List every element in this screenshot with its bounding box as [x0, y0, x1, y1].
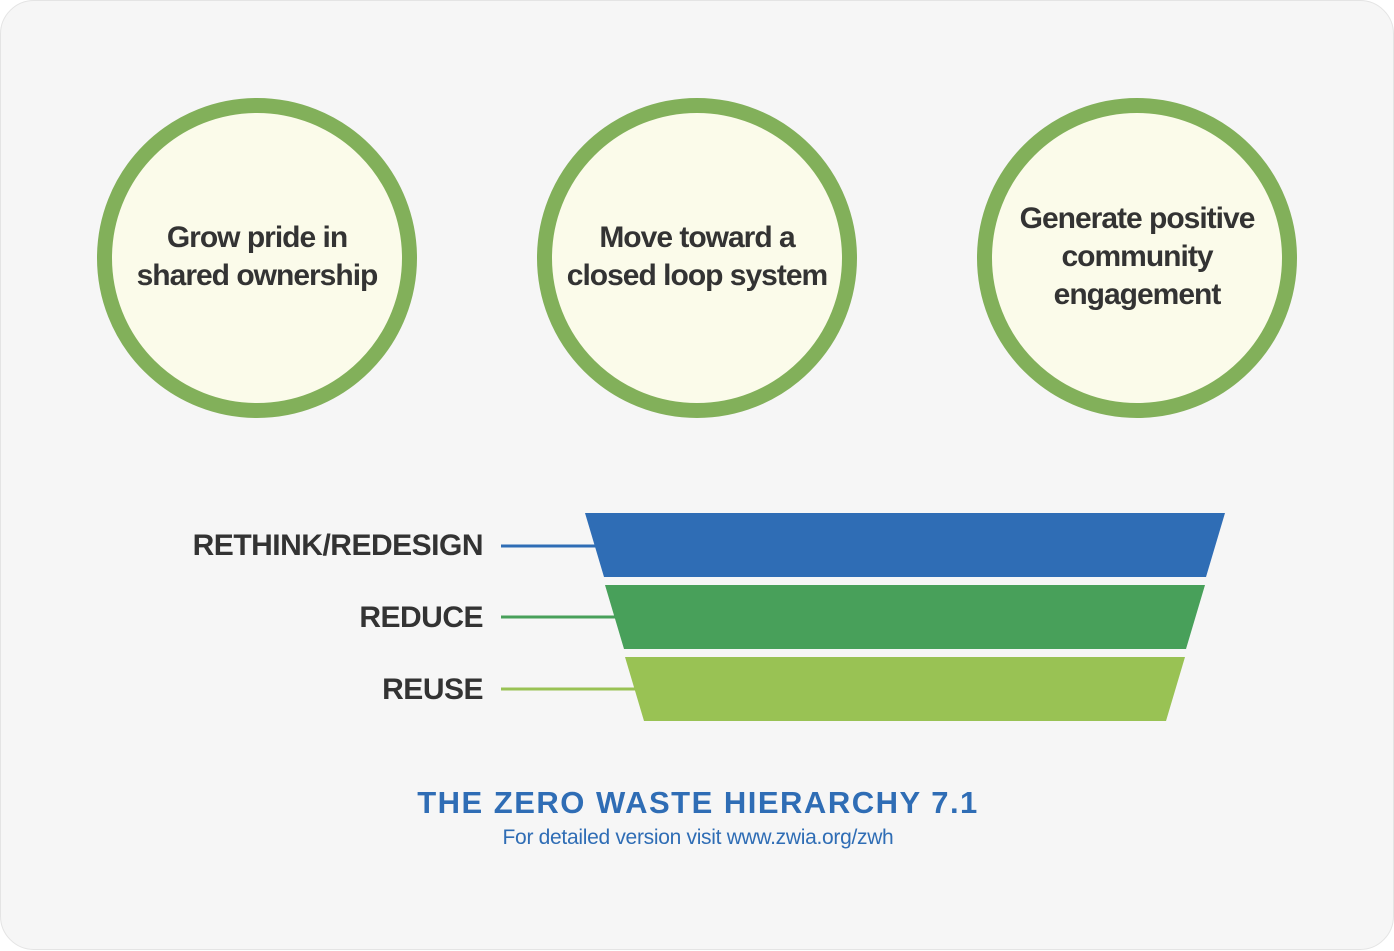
level-label-reuse: REUSE	[382, 673, 483, 706]
goal-text: Generate positive community engagement	[1019, 202, 1256, 311]
pyramid-tier-reduce	[605, 585, 1205, 649]
level-label-rethink: RETHINK/REDESIGN	[192, 529, 484, 562]
pyramid-tier-reuse	[625, 657, 1185, 721]
diagram-subtitle: For detailed version visit www.zwia.org/…	[502, 826, 894, 849]
diagram-title: THE ZERO WASTE HIERARCHY 7.1	[417, 785, 979, 820]
goal-text: Grow pride in shared ownership	[136, 221, 379, 292]
pyramid-tier-rethink	[585, 513, 1225, 577]
level-label-reduce: REDUCE	[359, 601, 483, 634]
goal-text: Move toward a closed loop system	[566, 221, 828, 292]
